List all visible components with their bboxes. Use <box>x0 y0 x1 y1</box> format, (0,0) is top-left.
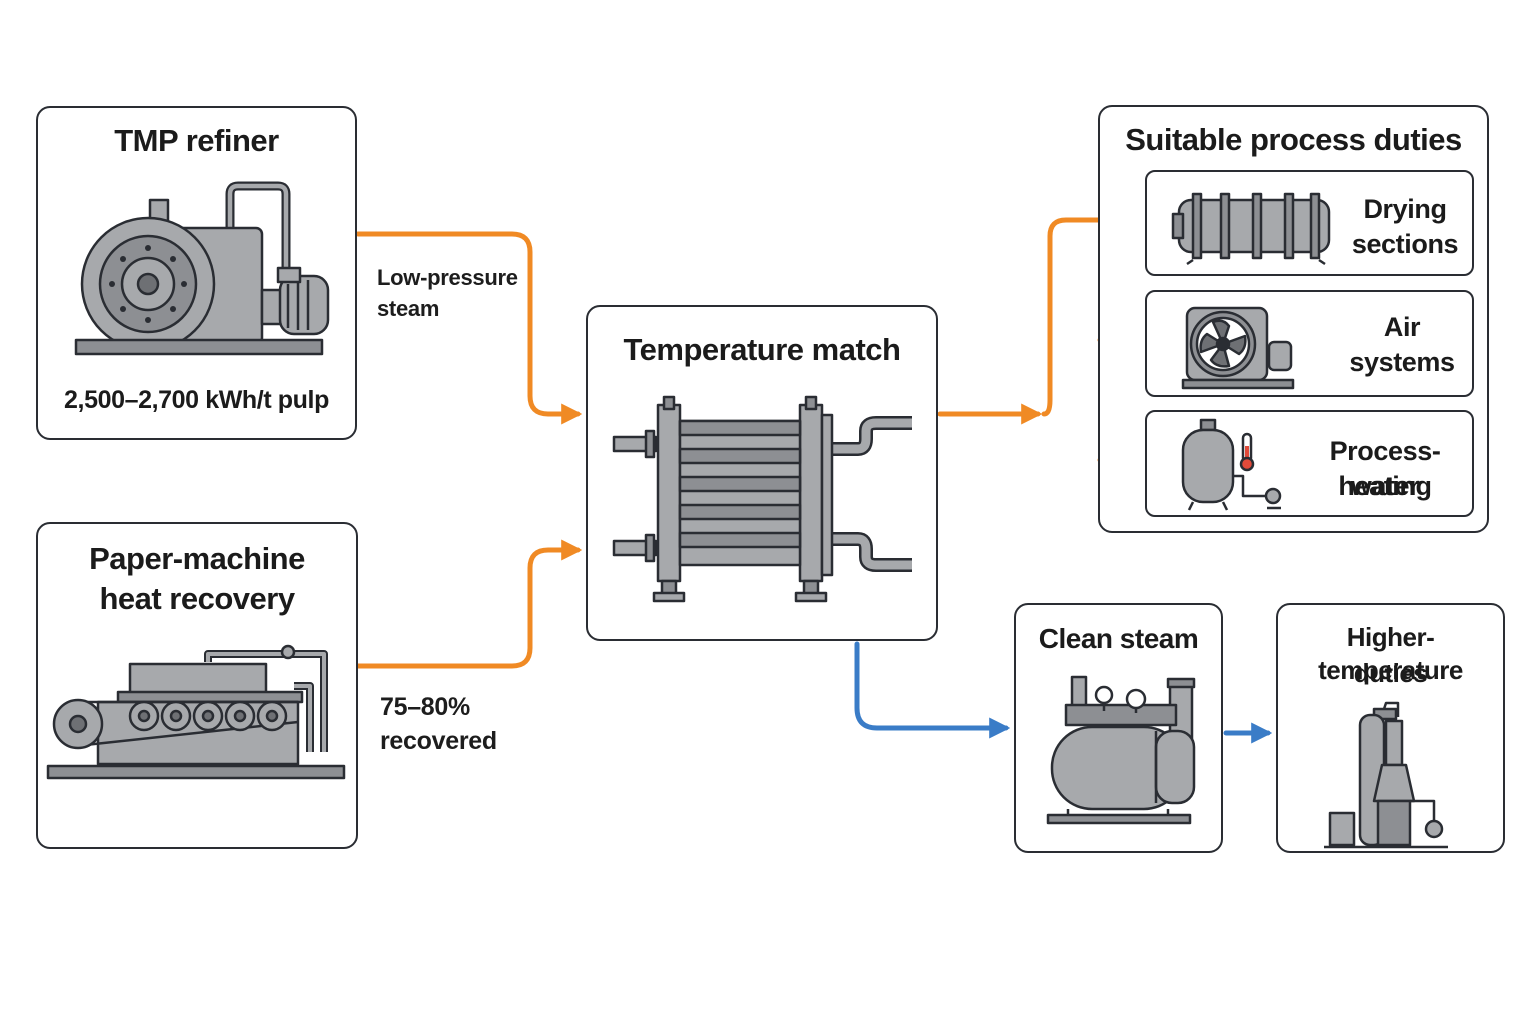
tmp-refiner-box: TMP refiner <box>36 106 357 440</box>
tmp-refiner-title: TMP refiner <box>114 123 279 158</box>
paper-machine-box: Paper-machine heat recovery <box>36 522 358 849</box>
fan-icon <box>1181 306 1295 390</box>
arrow-paper-to-match <box>355 539 583 669</box>
higher-temp-title-line1: Higher-temperature <box>1318 622 1463 685</box>
duty-air-label-line1: Air <box>1383 312 1421 342</box>
duty-drying: Drying sections <box>1145 170 1474 276</box>
water-tank-icon <box>1181 418 1282 511</box>
arrow-match-to-clean-steam <box>854 641 1011 739</box>
duty-air-label-line2: systems <box>1349 347 1455 377</box>
higher-temp-title-line2: duties <box>1353 658 1428 688</box>
column-icon <box>1324 701 1448 849</box>
paper-machine-title-line2: heat recovery <box>99 581 295 616</box>
duty-water-label-line2: heating <box>1338 471 1432 501</box>
steam-label-line1: Low-pressure <box>377 265 518 290</box>
boiler-icon <box>1046 675 1196 825</box>
recovered-label-line2: recovered <box>380 727 497 755</box>
paper-machine-title-line1: Paper-machine <box>89 541 305 576</box>
process-duties-title: Suitable process duties <box>1125 122 1462 157</box>
duty-water-label-line1: Process-water <box>1329 436 1441 501</box>
heat-exchanger-icon <box>612 395 912 603</box>
duty-process-water: Process-water heating <box>1145 410 1474 517</box>
higher-temp-box: Higher-temperature duties <box>1276 603 1505 853</box>
arrow-branch-drying <box>1041 209 1145 417</box>
clean-steam-box: Clean steam <box>1014 603 1223 853</box>
recovered-label-line1: 75–80% <box>380 693 470 721</box>
duty-air-systems: Air systems <box>1145 290 1474 397</box>
temperature-match-title: Temperature match <box>623 332 901 367</box>
steam-label-line2: steam <box>377 296 440 321</box>
duty-drying-label-line2: sections <box>1351 229 1459 259</box>
dryer-cylinder-icon <box>1171 192 1331 266</box>
temperature-match-box: Temperature match <box>586 305 938 641</box>
tmp-refiner-metric: 2,500–2,700 kWh/t pulp <box>64 386 329 414</box>
clean-steam-title: Clean steam <box>1038 623 1199 654</box>
tmp-refiner-icon <box>74 181 330 356</box>
arrow-tmp-to-match <box>355 231 583 425</box>
duty-drying-label-line1: Drying <box>1363 194 1447 224</box>
paper-machine-icon <box>46 644 346 780</box>
